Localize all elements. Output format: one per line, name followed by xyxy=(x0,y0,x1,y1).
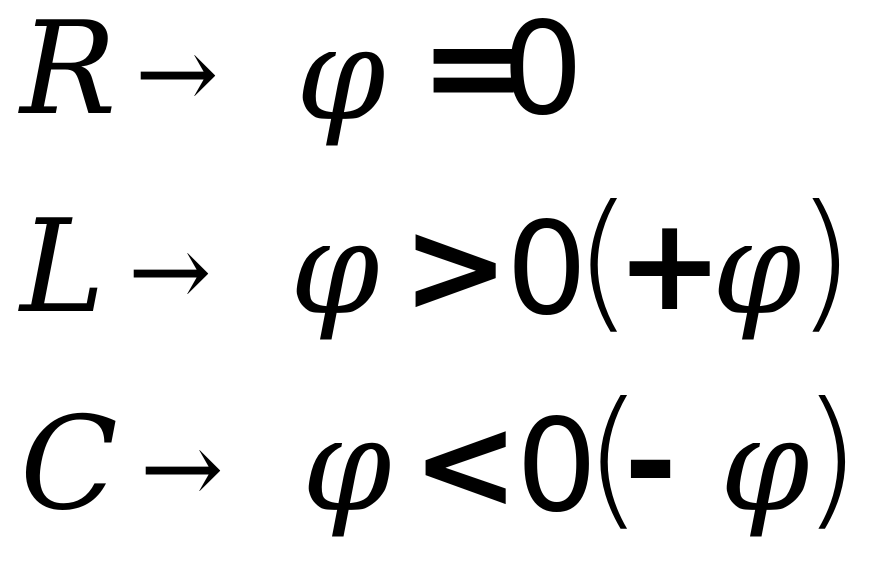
symbol-r: R xyxy=(20,0,117,144)
close-paren: ) xyxy=(802,371,861,545)
plus-sign: + xyxy=(616,191,724,340)
zero-value: 0 xyxy=(502,0,584,144)
phi-symbol: φ xyxy=(302,392,392,541)
minus-sign: - xyxy=(624,388,678,537)
arrow-icon: → xyxy=(140,410,224,527)
equals-sign: = xyxy=(420,0,528,142)
open-paren: ( xyxy=(584,371,643,545)
less-than-sign: < xyxy=(412,390,520,539)
phi-symbol-2: φ xyxy=(720,392,810,541)
phi-symbol: φ xyxy=(290,195,380,344)
open-paren: ( xyxy=(574,174,633,348)
symbol-c: C xyxy=(20,390,118,539)
zero-value: 0 xyxy=(516,392,598,541)
phi-symbol: φ xyxy=(296,1,386,150)
zero-value: 0 xyxy=(506,195,588,344)
greater-than-sign: > xyxy=(402,193,510,342)
symbol-l: L xyxy=(20,193,105,342)
close-paren: ) xyxy=(796,174,855,348)
arrow-icon: → xyxy=(128,213,212,330)
arrow-icon: → xyxy=(135,15,219,132)
phi-symbol-2: φ xyxy=(712,195,802,344)
